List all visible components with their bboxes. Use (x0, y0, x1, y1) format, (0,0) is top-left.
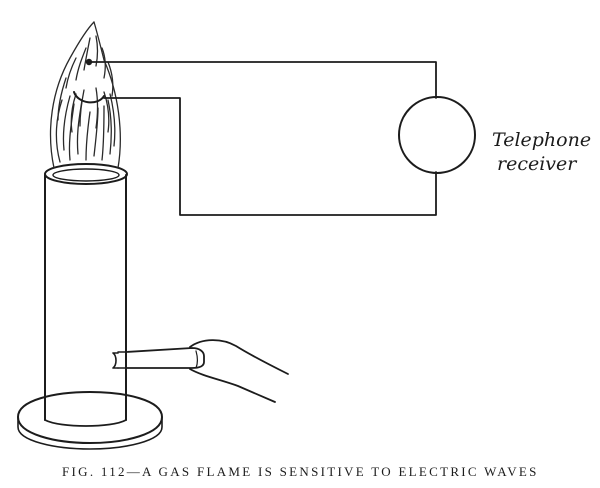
flame-electrodes (73, 58, 105, 104)
label-line-1: Telephone (492, 129, 591, 151)
gas-inlet-hose (112, 339, 289, 403)
figure-caption: FIG. 112—A GAS FLAME IS SENSITIVE TO ELE… (62, 464, 538, 479)
lower-wire (103, 97, 437, 216)
telephone-receiver-circle (398, 96, 476, 174)
label-line-2: receiver (497, 153, 578, 175)
circuit-wires (88, 61, 437, 216)
upper-wire (88, 61, 437, 99)
gas-flame (49, 21, 121, 169)
electrode-loop (73, 91, 105, 104)
burner-base (17, 391, 163, 450)
burner-tube (44, 163, 128, 427)
